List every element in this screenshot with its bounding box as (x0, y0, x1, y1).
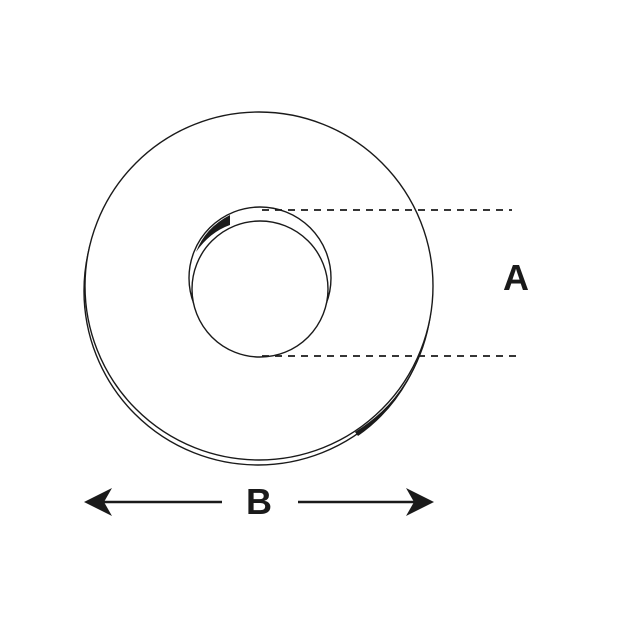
dimension-a-label: A (503, 257, 529, 298)
hole-rim-shadow (196, 215, 230, 252)
hole-bore (191, 220, 329, 358)
dimension-b-label: B (246, 481, 272, 522)
dimension-b-left-arrowhead (84, 488, 112, 516)
dimension-b-right-arrowhead (406, 488, 434, 516)
